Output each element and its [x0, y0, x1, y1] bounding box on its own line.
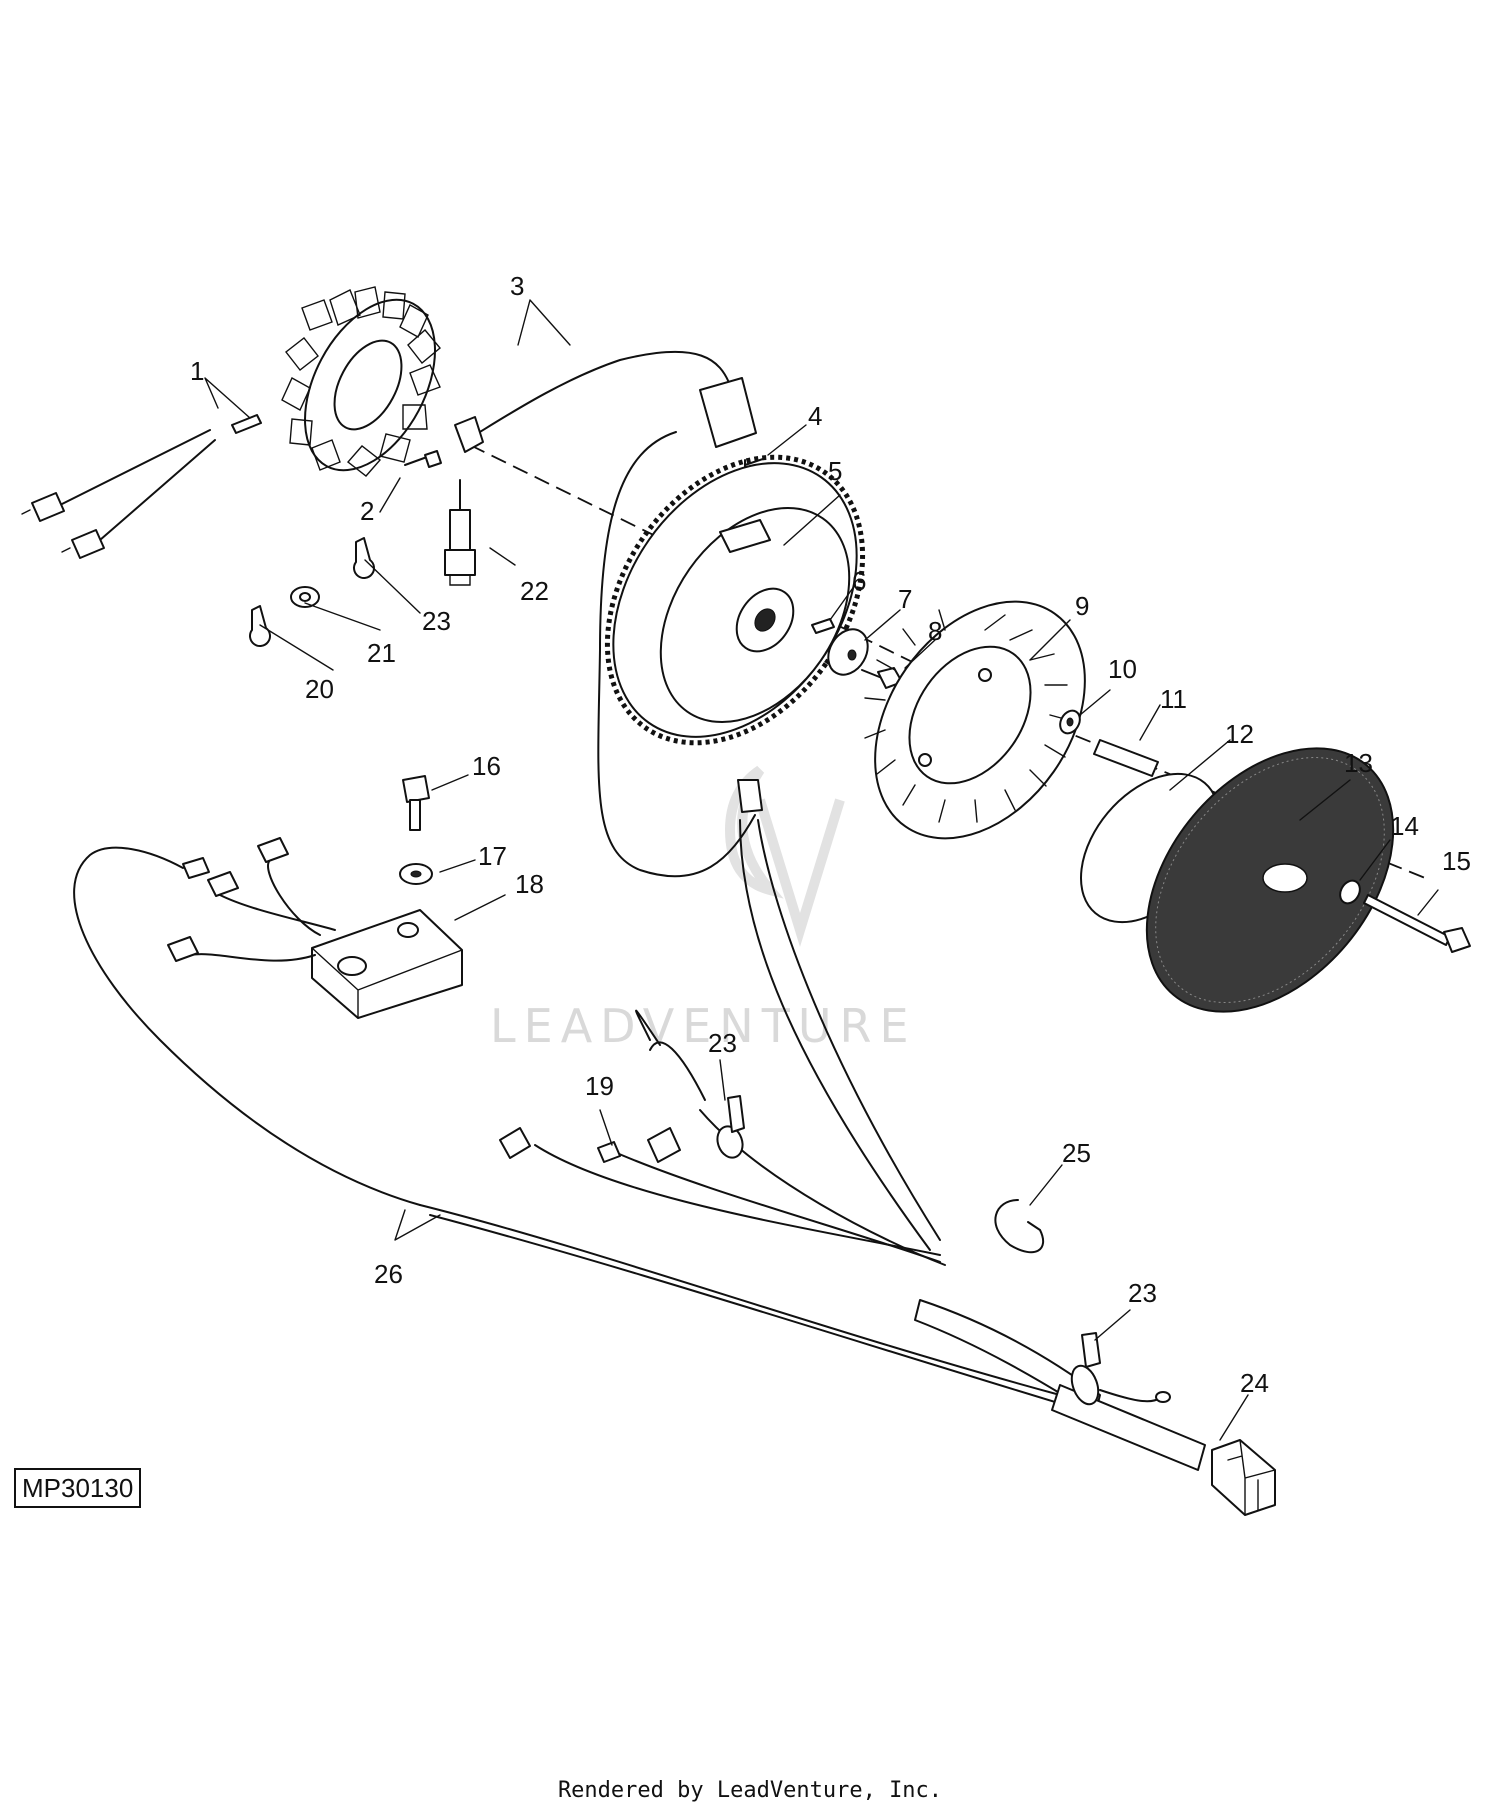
callout-23-c: 23 — [1128, 1278, 1157, 1308]
clip-23-upper — [353, 537, 375, 579]
callout-13: 13 — [1344, 748, 1373, 778]
regulator-wires — [73, 837, 421, 1206]
washer-17 — [399, 863, 433, 885]
callout-1: 1 — [190, 356, 204, 386]
callout-2: 2 — [360, 496, 374, 526]
callout-6: 6 — [852, 566, 866, 596]
screen-13 — [1145, 747, 1395, 1013]
callout-11: 11 — [1160, 684, 1187, 714]
callout-12: 12 — [1225, 719, 1254, 749]
bolt-15 — [1363, 894, 1471, 953]
figure-id-box: MP30130 — [14, 1468, 142, 1508]
screw-2 — [404, 450, 442, 468]
washer-7 — [827, 628, 869, 676]
callout-8: 8 — [928, 616, 942, 646]
stator-wires — [21, 414, 262, 559]
clip-20 — [249, 605, 271, 647]
ignition-wire — [454, 350, 763, 878]
callout-25: 25 — [1062, 1138, 1091, 1168]
callout-22: 22 — [520, 576, 549, 606]
callout-14: 14 — [1390, 811, 1419, 841]
callout-3: 3 — [510, 271, 524, 301]
callout-7: 7 — [898, 584, 912, 614]
leader-lines — [204, 299, 1439, 1441]
callout-26: 26 — [374, 1259, 403, 1289]
callout-24: 24 — [1240, 1368, 1269, 1398]
washer-21 — [290, 586, 320, 608]
callout-23-a: 23 — [422, 606, 451, 636]
ring-25 — [994, 1199, 1045, 1254]
callout-5: 5 — [828, 456, 842, 486]
callout-20: 20 — [305, 674, 334, 704]
spark-plug — [444, 479, 476, 586]
callout-15: 15 — [1442, 846, 1471, 876]
callout-10: 10 — [1108, 654, 1137, 684]
regulator-18 — [311, 909, 463, 1019]
watermark-text: LEADVENTURE — [490, 999, 917, 1053]
washer-10 — [1059, 709, 1081, 735]
fan — [864, 600, 1086, 840]
flywheel — [604, 454, 866, 746]
key-6 — [811, 618, 835, 634]
washer-14 — [1339, 879, 1361, 905]
callout-21: 21 — [367, 638, 396, 668]
watermark: LEADVENTURE — [490, 765, 917, 1053]
stator — [281, 286, 441, 477]
callout-17: 17 — [478, 841, 507, 871]
callout-19: 19 — [585, 1071, 614, 1101]
spacer-11 — [1093, 739, 1159, 777]
callout-9: 9 — [1075, 591, 1089, 621]
wiring-harness — [419, 819, 1276, 1516]
callout-4: 4 — [808, 401, 822, 431]
bolt-16 — [402, 775, 430, 831]
callout-23-b: 23 — [708, 1028, 737, 1058]
callout-18: 18 — [515, 869, 544, 899]
callout-labels: 1 2 3 4 5 6 7 8 9 10 11 12 13 14 15 16 1… — [190, 271, 1471, 1398]
footer-credit: Rendered by LeadVenture, Inc. — [557, 1778, 943, 1803]
callout-16: 16 — [472, 751, 501, 781]
